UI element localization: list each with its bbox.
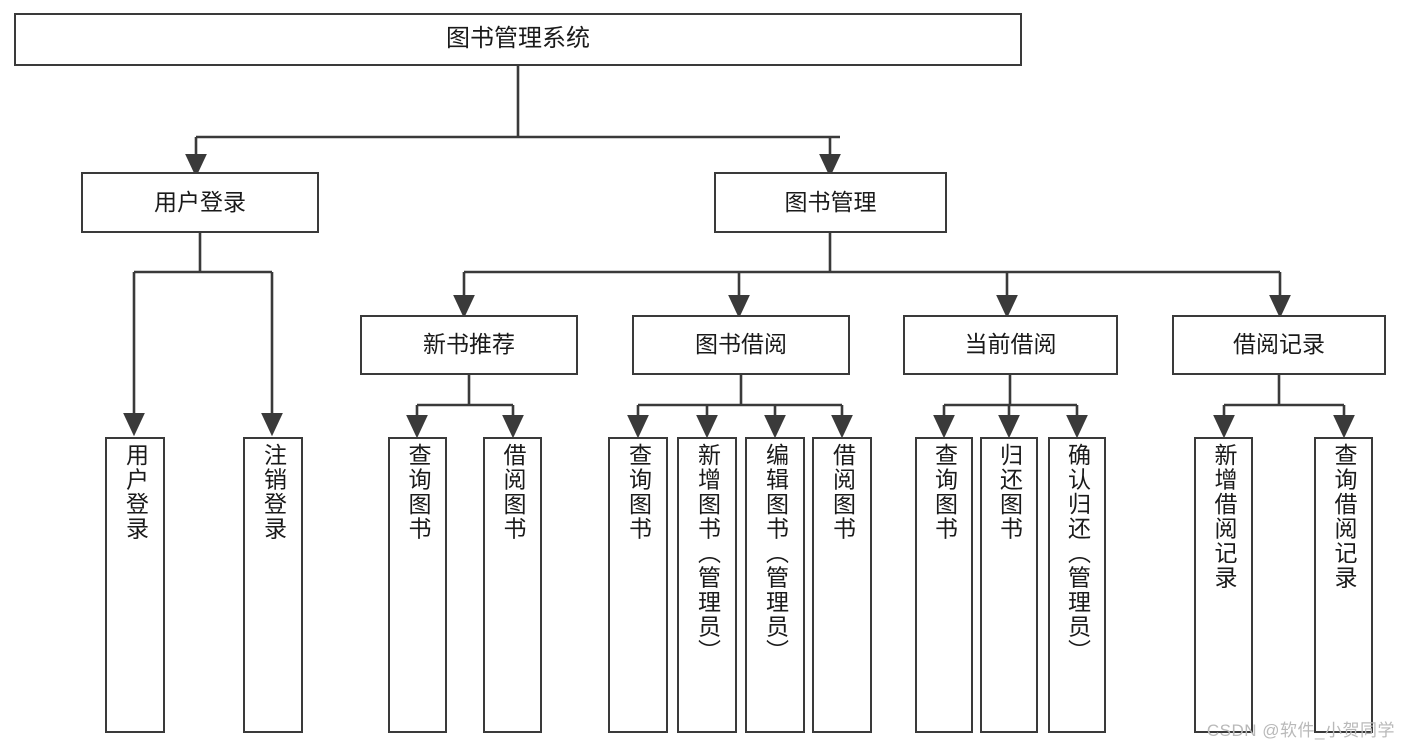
node-leaf-user-login-label: 用户登录 (122, 443, 149, 541)
node-user-login[interactable]: 用户登录 (81, 172, 319, 233)
node-leaf-add-book-label: 新增图书（管理员） (694, 443, 721, 664)
watermark: CSDN @软件_小贺同学 (1206, 721, 1395, 740)
node-leaf-borrow-book-2-label: 借阅图书 (829, 443, 856, 541)
node-leaf-logout-label: 注销登录 (260, 443, 287, 541)
node-book-borrow[interactable]: 图书借阅 (632, 315, 850, 375)
node-leaf-confirm-return[interactable]: 确认归还（管理员） (1048, 437, 1106, 733)
node-leaf-confirm-return-label: 确认归还（管理员） (1064, 443, 1091, 664)
node-leaf-borrow-book-1-label: 借阅图书 (500, 443, 526, 541)
node-current-borrow[interactable]: 当前借阅 (903, 315, 1118, 375)
node-leaf-edit-book-label: 编辑图书（管理员） (762, 443, 789, 664)
node-leaf-edit-book[interactable]: 编辑图书（管理员） (745, 437, 805, 733)
node-leaf-query-book-2-label: 查询图书 (625, 443, 652, 541)
node-leaf-return-book-label: 归还图书 (996, 443, 1023, 541)
node-leaf-query-book-1-label: 查询图书 (405, 443, 431, 541)
node-leaf-add-record-label: 新增借阅记录 (1211, 443, 1237, 590)
node-book-borrow-label: 图书借阅 (695, 331, 787, 358)
node-book-manage[interactable]: 图书管理 (714, 172, 947, 233)
node-root-label: 图书管理系统 (446, 25, 590, 53)
node-leaf-add-record[interactable]: 新增借阅记录 (1194, 437, 1253, 733)
node-leaf-query-book-1[interactable]: 查询图书 (388, 437, 447, 733)
node-borrow-record-label: 借阅记录 (1233, 331, 1325, 358)
node-leaf-logout[interactable]: 注销登录 (243, 437, 303, 733)
node-leaf-query-book-3[interactable]: 查询图书 (915, 437, 973, 733)
node-root[interactable]: 图书管理系统 (14, 13, 1022, 66)
node-leaf-return-book[interactable]: 归还图书 (980, 437, 1038, 733)
node-leaf-query-record-label: 查询借阅记录 (1331, 443, 1357, 590)
node-leaf-user-login[interactable]: 用户登录 (105, 437, 165, 733)
node-leaf-query-book-2[interactable]: 查询图书 (608, 437, 668, 733)
node-user-login-label: 用户登录 (154, 188, 246, 215)
node-leaf-query-book-3-label: 查询图书 (931, 443, 958, 541)
node-leaf-add-book[interactable]: 新增图书（管理员） (677, 437, 737, 733)
node-borrow-record[interactable]: 借阅记录 (1172, 315, 1386, 375)
node-leaf-borrow-book-2[interactable]: 借阅图书 (812, 437, 872, 733)
node-book-manage-label: 图书管理 (784, 188, 877, 215)
node-new-book-recommend[interactable]: 新书推荐 (360, 315, 578, 375)
node-current-borrow-label: 当前借阅 (964, 331, 1057, 358)
node-leaf-borrow-book-1[interactable]: 借阅图书 (483, 437, 542, 733)
node-leaf-query-record[interactable]: 查询借阅记录 (1314, 437, 1373, 733)
node-new-book-recommend-label: 新书推荐 (423, 331, 515, 358)
